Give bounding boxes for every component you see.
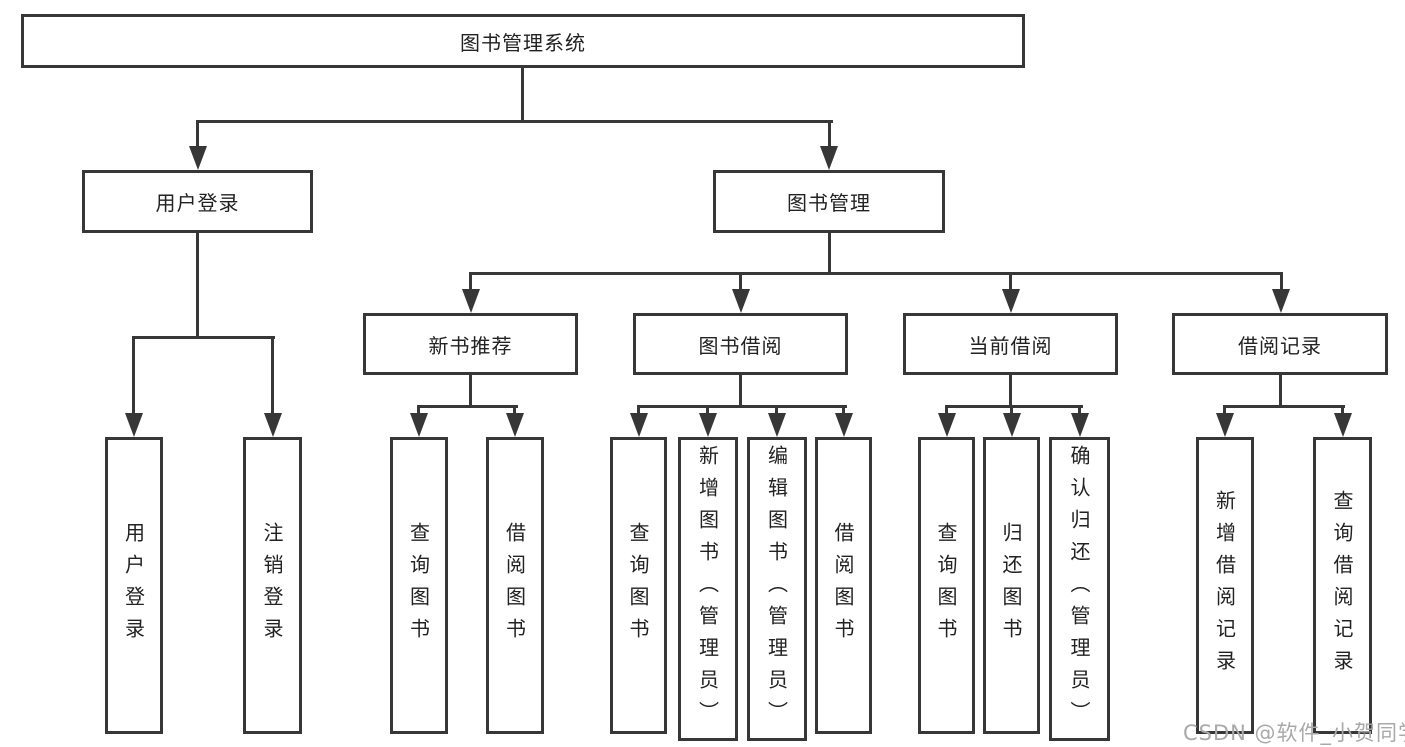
leaf-query-borrow-record-label: 查询借阅记录 bbox=[1330, 489, 1354, 682]
leaf-return-book: 归还图书 bbox=[983, 437, 1040, 734]
arrow-down-icon bbox=[1002, 289, 1020, 313]
leaf-add-book-admin-label: 新增图书（管理员） bbox=[695, 445, 720, 733]
connector-line bbox=[945, 405, 1083, 408]
connector-line bbox=[469, 272, 472, 292]
arrow-down-icon bbox=[1003, 413, 1021, 437]
leaf-add-book-admin: 新增图书（管理员） bbox=[678, 437, 738, 741]
leaf-query-books-current-label: 查询图书 bbox=[934, 521, 958, 650]
leaf-borrow-books-2: 借阅图书 bbox=[815, 437, 872, 734]
arrow-down-icon bbox=[630, 413, 648, 437]
leaf-borrow-books-recommend: 借阅图书 bbox=[486, 437, 544, 734]
arrow-down-icon bbox=[732, 289, 750, 313]
connector-line bbox=[132, 336, 135, 416]
leaf-add-borrow-record-label: 新增借阅记录 bbox=[1212, 489, 1237, 682]
arrow-down-icon bbox=[699, 413, 717, 437]
node-book-borrow-label: 图书借阅 bbox=[698, 333, 783, 358]
leaf-user-login: 用户登录 bbox=[105, 437, 163, 734]
arrow-down-icon bbox=[125, 413, 143, 437]
connector-line bbox=[739, 375, 742, 408]
arrow-down-icon bbox=[820, 146, 838, 170]
connector-line bbox=[132, 336, 275, 339]
arrow-down-icon bbox=[264, 413, 282, 437]
connector-line bbox=[1009, 272, 1012, 292]
leaf-edit-book-admin-label: 编辑图书（管理员） bbox=[764, 445, 789, 733]
leaf-query-books-recommend-label: 查询图书 bbox=[406, 521, 431, 650]
arrow-down-icon bbox=[506, 413, 524, 437]
node-borrow-records: 借阅记录 bbox=[1172, 313, 1388, 375]
connector-line bbox=[196, 120, 199, 148]
connector-line bbox=[637, 405, 640, 417]
connector-line bbox=[469, 272, 1283, 275]
connector-line bbox=[637, 405, 847, 408]
node-borrow-records-label: 借阅记录 bbox=[1238, 333, 1322, 358]
connector-line bbox=[1223, 405, 1226, 417]
arrow-down-icon bbox=[1334, 413, 1352, 437]
connector-line bbox=[469, 375, 472, 408]
arrow-down-icon bbox=[835, 413, 853, 437]
leaf-edit-book-admin: 编辑图书（管理员） bbox=[747, 437, 807, 741]
connector-line bbox=[417, 405, 518, 408]
connector-line bbox=[706, 405, 709, 417]
arrow-down-icon bbox=[1272, 289, 1290, 313]
leaf-borrow-books-recommend-label: 借阅图书 bbox=[502, 521, 527, 650]
leaf-query-books-recommend: 查询图书 bbox=[390, 437, 448, 734]
leaf-add-borrow-record: 新增借阅记录 bbox=[1196, 437, 1254, 734]
node-book-management: 图书管理 bbox=[713, 170, 945, 233]
connector-line bbox=[775, 405, 778, 417]
node-user-login: 用户登录 bbox=[82, 170, 313, 233]
arrow-down-icon bbox=[1216, 413, 1234, 437]
connector-line bbox=[739, 272, 742, 292]
node-current-borrow: 当前借阅 bbox=[903, 313, 1118, 375]
connector-line bbox=[196, 233, 199, 339]
connector-line bbox=[1280, 272, 1283, 292]
leaf-query-books-borrow: 查询图书 bbox=[610, 437, 667, 734]
connector-line bbox=[1279, 375, 1282, 408]
watermark: CSDN @软件_小贺同学 bbox=[1183, 721, 1405, 745]
leaf-confirm-return-admin: 确认归还（管理员） bbox=[1049, 437, 1110, 741]
connector-line bbox=[196, 120, 833, 123]
arrow-down-icon bbox=[768, 413, 786, 437]
connector-line bbox=[828, 120, 831, 148]
leaf-confirm-return-admin-label: 确认归还（管理员） bbox=[1067, 445, 1091, 733]
node-root: 图书管理系统 bbox=[21, 14, 1025, 68]
arrow-down-icon bbox=[189, 146, 207, 170]
leaf-logout: 注销登录 bbox=[243, 437, 302, 734]
leaf-user-login-label: 用户登录 bbox=[121, 521, 146, 650]
node-current-borrow-label: 当前借阅 bbox=[968, 333, 1053, 358]
connector-line bbox=[1341, 405, 1344, 417]
connector-line bbox=[271, 336, 274, 416]
node-book-management-label: 图书管理 bbox=[787, 191, 871, 215]
connector-line bbox=[828, 233, 831, 275]
arrow-down-icon bbox=[1071, 413, 1089, 437]
connector-line bbox=[842, 405, 845, 417]
connector-line bbox=[1223, 405, 1345, 408]
leaf-logout-label: 注销登录 bbox=[260, 521, 284, 650]
leaf-query-borrow-record: 查询借阅记录 bbox=[1313, 437, 1372, 734]
leaf-query-books-current: 查询图书 bbox=[918, 437, 975, 734]
leaf-return-book-label: 归还图书 bbox=[999, 521, 1023, 650]
node-user-login-label: 用户登录 bbox=[155, 191, 240, 215]
connector-line bbox=[1078, 405, 1081, 417]
arrow-down-icon bbox=[938, 413, 956, 437]
leaf-query-books-borrow-label: 查询图书 bbox=[626, 521, 650, 650]
arrow-down-icon bbox=[410, 413, 428, 437]
connector-line bbox=[417, 405, 420, 417]
connector-line bbox=[1010, 405, 1013, 417]
connector-line bbox=[521, 68, 524, 123]
connector-line bbox=[1009, 375, 1012, 408]
leaf-borrow-books-2-label: 借阅图书 bbox=[831, 521, 855, 650]
arrow-down-icon bbox=[462, 289, 480, 313]
connector-line bbox=[945, 405, 948, 417]
node-root-label: 图书管理系统 bbox=[460, 30, 586, 55]
node-new-book-recommend: 新书推荐 bbox=[363, 313, 578, 375]
connector-line bbox=[513, 405, 516, 417]
node-book-borrow: 图书借阅 bbox=[633, 313, 848, 375]
node-new-book-recommend-label: 新书推荐 bbox=[428, 333, 513, 358]
